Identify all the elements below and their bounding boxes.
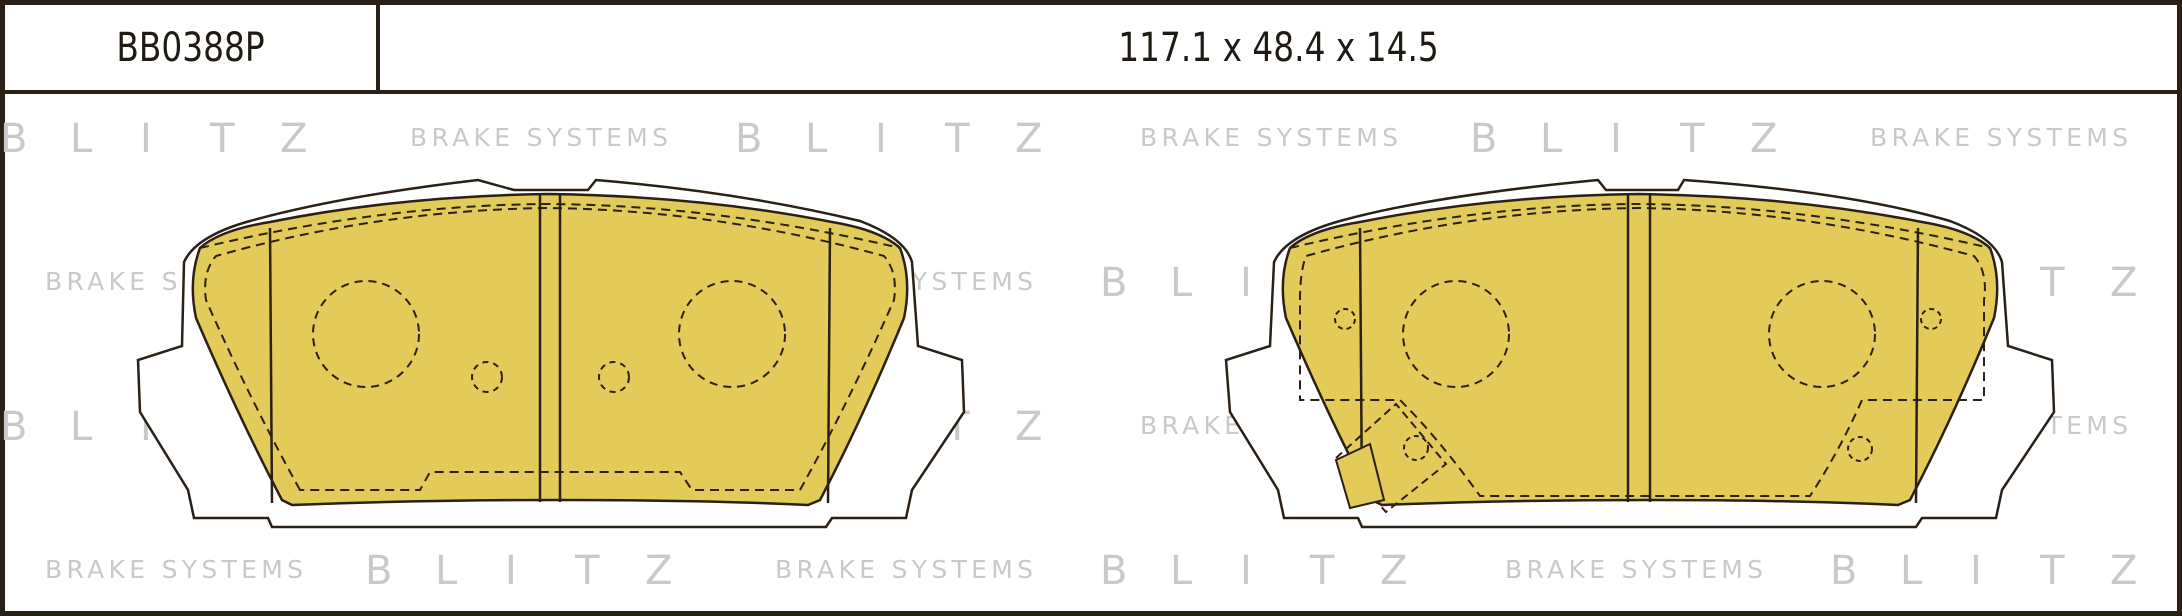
friction-material-left: [191, 192, 909, 507]
slot-line-right-4: [1914, 227, 1920, 504]
brake-pad-right: [1224, 178, 2056, 529]
brake-pad-left: [136, 178, 966, 529]
piston-circle-right-a: [1402, 280, 1510, 388]
pin-circle-right-b: [1920, 308, 1942, 330]
pin-circle-left-a: [471, 361, 503, 393]
watermark-brand-letter: T: [1309, 548, 1335, 594]
watermark-brand-letter: B: [1100, 548, 1127, 594]
watermark-brand-letter: Z: [2110, 260, 2137, 306]
piston-circle-left-b: [678, 280, 786, 388]
piston-circle-left-a: [312, 280, 420, 388]
watermark-brand-letter: T: [209, 116, 235, 162]
watermark-brand-letter: B: [1470, 116, 1497, 162]
watermark-brand-letter: B: [1830, 548, 1857, 594]
watermark-brand-letter: L: [70, 404, 93, 450]
watermark-brand-letter: Z: [1380, 548, 1407, 594]
watermark-brand-letter: Z: [1015, 116, 1042, 162]
wear-boundary-left: [204, 206, 896, 491]
watermark-brand-letter: Z: [2110, 548, 2137, 594]
chamfer-line-left: [199, 202, 901, 249]
watermark-brand-letter: L: [805, 116, 828, 162]
watermark-tagline: BRAKE SYSTEMS: [775, 555, 1033, 584]
watermark-brand-letter: T: [944, 116, 970, 162]
watermark-brand-letter: Z: [1750, 116, 1777, 162]
watermark-brand-letter: Z: [645, 548, 672, 594]
watermark-brand-letter: I: [875, 116, 887, 162]
watermark-brand-letter: T: [2039, 548, 2065, 594]
watermark-brand-letter: T: [2039, 260, 2065, 306]
watermark-brand-letter: L: [1900, 548, 1923, 594]
watermark-brand-letter: Z: [1015, 404, 1042, 450]
watermark-brand-letter: B: [365, 548, 392, 594]
watermark-brand-letter: I: [1240, 548, 1252, 594]
watermark-brand-letter: T: [1679, 116, 1705, 162]
header-column-separator: [376, 0, 380, 92]
watermark-brand-letter: L: [1540, 116, 1563, 162]
watermark-brand-letter: T: [574, 548, 600, 594]
wear-sensor-clip: [1334, 402, 1448, 514]
watermark-tagline: BRAKE SYSTEMS: [45, 555, 303, 584]
watermark-tagline: BRAKE SYSTEMS: [1870, 123, 2128, 152]
watermark-brand-letter: Z: [280, 116, 307, 162]
watermark-tagline: BRAKE SYSTEMS: [1505, 555, 1763, 584]
wear-boundary-right: [1299, 206, 1986, 497]
watermark-brand-letter: B: [0, 116, 27, 162]
watermark-brand-letter: L: [1170, 548, 1193, 594]
chamfer-line-right: [1289, 202, 1991, 249]
pad-dimensions: 117.1 x 48.4 x 14.5: [1118, 24, 1439, 71]
watermark-brand-letter: B: [0, 404, 27, 450]
header-divider: [0, 90, 2182, 94]
pin-circle-right-a: [1334, 308, 1356, 330]
watermark-brand-letter: I: [505, 548, 517, 594]
watermark-tagline: BRAKE SYSTEMS: [410, 123, 668, 152]
watermark-tagline: BRAKE SYSTEMS: [1140, 123, 1398, 152]
watermark-brand-letter: I: [140, 404, 152, 450]
watermark-brand-letter: I: [1610, 116, 1622, 162]
watermark-brand-letter: B: [1100, 260, 1127, 306]
watermark-brand-letter: L: [1170, 260, 1193, 306]
slot-line-left-1: [268, 227, 274, 504]
part-code: BB0388P: [116, 24, 265, 71]
pin-circle-right-c: [1847, 436, 1873, 462]
slot-line-left-4: [826, 227, 832, 504]
watermark-brand-letter: I: [140, 116, 152, 162]
watermark-brand-letter: B: [735, 116, 762, 162]
watermark-brand-letter: I: [1970, 548, 1982, 594]
pin-circle-left-b: [598, 361, 630, 393]
friction-material-right: [1281, 192, 1999, 507]
watermark-brand-letter: L: [70, 116, 93, 162]
watermark-brand-letter: L: [435, 548, 458, 594]
piston-circle-right-b: [1768, 280, 1876, 388]
watermark-brand-letter: I: [1240, 260, 1252, 306]
